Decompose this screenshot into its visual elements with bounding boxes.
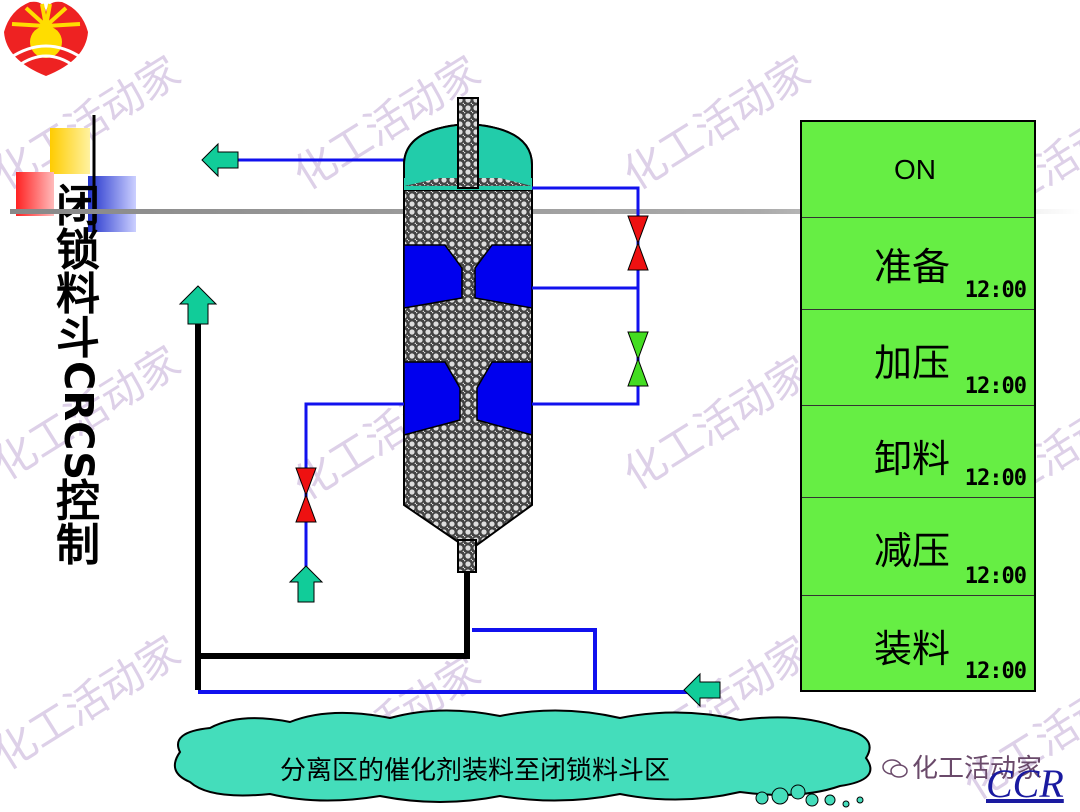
title-char: 料 bbox=[56, 269, 100, 320]
on-indicator: ON bbox=[894, 154, 936, 185]
lower-zone-right bbox=[476, 361, 533, 436]
valve-red-upper-icon bbox=[627, 215, 649, 271]
caption-cloud bbox=[173, 709, 872, 803]
step-label: 卸料 bbox=[874, 437, 951, 481]
bubbles bbox=[755, 784, 864, 808]
equalization-line bbox=[532, 186, 640, 406]
caption-text: 分离区的催化剂装料至闭锁料斗区 bbox=[280, 756, 671, 786]
up-arrow-icon bbox=[178, 285, 218, 325]
company-logo bbox=[4, 1, 88, 76]
step-pressurize[interactable]: 加压 12:00 bbox=[802, 310, 1034, 406]
upper-zone-right bbox=[474, 244, 533, 309]
title-char: 制 bbox=[56, 520, 100, 572]
title-char: 斗 bbox=[56, 313, 100, 364]
outlet-arrow-icon bbox=[201, 142, 239, 178]
lower-zone-left bbox=[403, 361, 461, 436]
brand-name: 化工活动家 bbox=[912, 754, 1043, 784]
control-panel: ON 准备 12:00 加压 12:00 卸料 12:00 减压 12:00 装… bbox=[800, 120, 1036, 692]
step-label: 装料 bbox=[874, 627, 951, 671]
catalyst-transfer-line bbox=[198, 572, 470, 659]
title-char: 控 bbox=[56, 476, 100, 528]
step-timer: 12:00 bbox=[964, 374, 1027, 399]
step-timer: 12:00 bbox=[964, 659, 1027, 684]
valve-green-icon bbox=[627, 331, 649, 387]
step-label: 加压 bbox=[874, 341, 951, 385]
step-load[interactable]: 装料 12:00 bbox=[802, 596, 1034, 690]
feed-arrow-icon bbox=[683, 672, 721, 708]
lock-hopper-vessel bbox=[403, 97, 533, 573]
title-char: 闭 bbox=[56, 181, 100, 232]
title-rule bbox=[10, 209, 1080, 214]
step-label: 减压 bbox=[874, 529, 951, 573]
bottom-branch-line bbox=[472, 628, 597, 690]
upper-zone-left bbox=[403, 244, 463, 309]
step-unload[interactable]: 卸料 12:00 bbox=[802, 406, 1034, 498]
step-prepare[interactable]: 准备 12:00 bbox=[802, 218, 1034, 310]
inlet-arrow-icon bbox=[288, 565, 324, 603]
title-char: 锁 bbox=[56, 225, 100, 276]
status-cell: ON bbox=[802, 122, 1034, 218]
step-timer: 12:00 bbox=[964, 466, 1027, 491]
slide-decoration bbox=[16, 115, 136, 232]
vertical-title: 闭 锁 料 斗 CRCS 控 制 bbox=[52, 185, 104, 568]
gas-inlet-line bbox=[304, 402, 404, 568]
title-char: CRCS bbox=[55, 361, 101, 481]
brand-label: 化工活动家 bbox=[882, 748, 1042, 785]
valve-red-lower-icon bbox=[295, 467, 317, 523]
ccr-label: CCR bbox=[986, 761, 1064, 806]
wechat-icon bbox=[882, 756, 908, 778]
step-label: 准备 bbox=[874, 245, 951, 289]
step-depressurize[interactable]: 减压 12:00 bbox=[802, 498, 1034, 596]
step-timer: 12:00 bbox=[964, 278, 1027, 303]
step-timer: 12:00 bbox=[964, 564, 1027, 589]
